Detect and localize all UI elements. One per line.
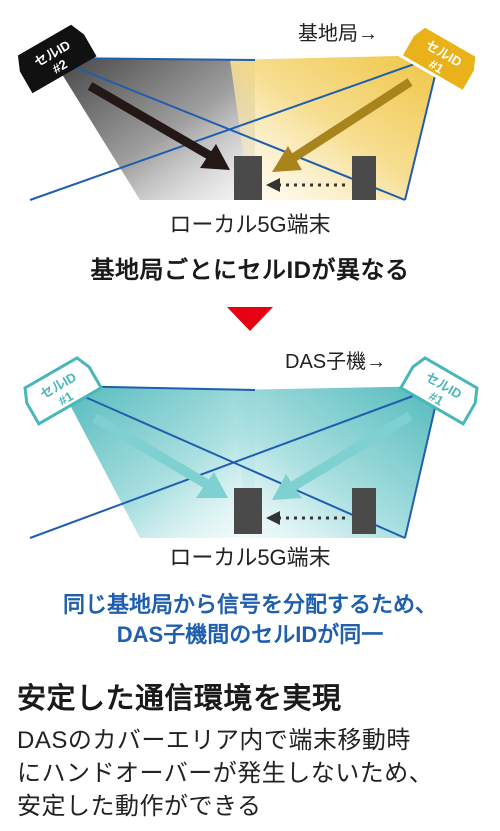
das-label: DAS子機→ — [285, 350, 386, 373]
movement-arrow-head — [266, 511, 280, 525]
summary-line: にハンドオーバーが発生しないため、 — [17, 760, 434, 787]
coverage-line — [29, 385, 441, 539]
top-caption: 基地局ごとにセルIDが異なる — [90, 257, 410, 284]
terminal-right — [352, 488, 376, 534]
terminal-label-bottom: ローカル5G端末 — [169, 545, 330, 570]
base-station-label: 基地局→ — [298, 22, 378, 45]
top-diagram-graphic: セルID #2 セルID #1 基地局→ ローカル5G端末 — [17, 22, 479, 237]
left-beam — [52, 58, 255, 200]
signal-arrow-right-head — [272, 474, 302, 500]
bottom-caption: 同じ基地局から信号を分配するため、 DAS子機間のセルIDが同一 — [0, 590, 500, 650]
cell-badge-right: セルID #1 — [398, 24, 479, 94]
bottom-diagram-graphic: セルID #1 セルID #1 DAS子機→ ローカル5G端末 — [23, 350, 479, 570]
cell-badge-left-line2: #1 — [56, 388, 76, 408]
bottom-caption-line-2: DAS子機間のセルIDが同一 — [116, 622, 384, 647]
coverage-line — [51, 57, 406, 201]
signal-arrow-right — [287, 411, 413, 493]
coverage-line — [404, 385, 441, 539]
coverage-line — [29, 54, 441, 201]
cell-badge-right-line2: #1 — [426, 56, 446, 76]
terminal-label-top: ローカル5G端末 — [169, 212, 330, 237]
summary-body: DASのカバーエリア内で端末移動時 にハンドオーバーが発生しないため、 安定した… — [17, 724, 492, 823]
terminal-right — [352, 156, 376, 200]
coverage-line — [404, 54, 441, 201]
terminal-left — [234, 488, 262, 534]
bottom-diagram: セルID #1 セルID #1 DAS子機→ ローカル5G端末 — [0, 338, 500, 578]
top-diagram: セルID #2 セルID #1 基地局→ ローカル5G端末 — [0, 0, 500, 240]
signal-arrow-right-head — [272, 146, 302, 172]
transition-arrow-icon — [227, 307, 273, 331]
terminal-left — [234, 156, 262, 200]
signal-arrow-left — [92, 413, 213, 491]
summary-line: 安定した動作ができる — [17, 793, 262, 820]
bottom-caption-line-1: 同じ基地局から信号を分配するため、 — [62, 592, 437, 617]
signal-arrow-left-head — [196, 472, 228, 498]
signal-arrow-right — [287, 78, 413, 164]
summary-title: 安定した通信環境を実現 — [17, 683, 342, 715]
signal-arrow-left — [87, 82, 217, 162]
movement-arrow-head — [266, 178, 280, 192]
cell-badge-left-line2: #2 — [50, 56, 70, 76]
cell-badge-right-line2: #1 — [426, 388, 446, 408]
coverage-line — [59, 385, 406, 539]
signal-arrow-left-head — [200, 144, 230, 170]
cell-badge-right: セルID #1 — [398, 356, 479, 426]
summary-line: DASのカバーエリア内で端末移動時 — [17, 727, 411, 754]
